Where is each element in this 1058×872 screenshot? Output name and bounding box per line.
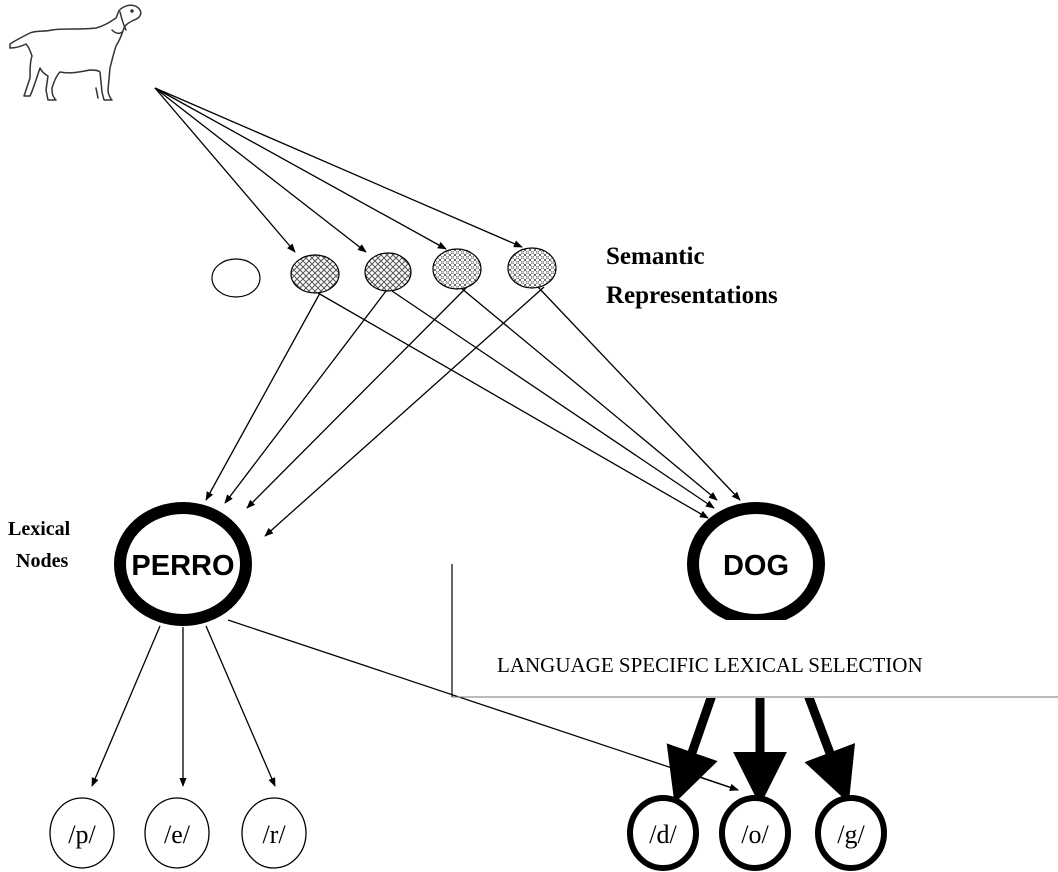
semantic-label-line2: Representations — [606, 282, 778, 309]
lexical-label-line1: Lexical — [8, 518, 71, 540]
arrow-dog-f2 — [154, 87, 367, 253]
phoneme-node-e — [144, 797, 210, 869]
phoneme-p-label: /p/ — [68, 820, 96, 849]
semantic-node-3 — [432, 248, 482, 290]
arrow-perro-o-tip — [699, 776, 739, 791]
dog-to-features-arrows — [154, 87, 523, 253]
dog-illustration — [9, 4, 142, 101]
phoneme-node-o — [719, 795, 791, 871]
phoneme-nodes-english: /d/ /o/ /g/ — [627, 795, 887, 871]
lexical-node-dog: DOG — [687, 502, 825, 626]
lexical-label-line2: Nodes — [16, 550, 68, 572]
phoneme-g-label: /g/ — [837, 820, 865, 849]
arrow-f1-perro — [205, 292, 321, 501]
phoneme-e-label: /e/ — [164, 820, 191, 849]
arrow-perro-o — [227, 619, 739, 791]
phoneme-r-label: /r/ — [262, 820, 286, 849]
arrow-f2-perro — [224, 290, 387, 504]
arrow-f1-dog — [317, 292, 709, 519]
arrow-dog-f3 — [154, 87, 447, 250]
arrow-f2-dog — [391, 290, 715, 509]
phoneme-nodes-spanish: /p/ /e/ /r/ — [49, 797, 307, 869]
arrow-f3-perro — [246, 287, 467, 509]
lexical-node-dog-label: DOG — [723, 550, 789, 582]
phoneme-node-d — [627, 795, 699, 871]
phoneme-node-g — [815, 795, 887, 871]
phoneme-o-label: /o/ — [741, 820, 769, 849]
arrow-perro-r — [205, 625, 276, 787]
features-to-lexical-arrows — [205, 286, 741, 537]
lexical-node-perro-label: PERRO — [131, 550, 234, 582]
phoneme-node-r — [241, 797, 307, 869]
semantic-label-line1: Semantic — [606, 243, 705, 270]
phoneme-node-p — [49, 797, 115, 869]
semantic-node-4 — [507, 247, 557, 289]
selection-label: LANGUAGE SPECIFIC LEXICAL SELECTION — [497, 653, 923, 677]
selection-box: LANGUAGE SPECIFIC LEXICAL SELECTION — [451, 564, 1058, 698]
lexical-node-perro: PERRO — [114, 502, 252, 626]
arrow-dog-f4 — [154, 87, 523, 248]
semantic-node-empty — [211, 258, 261, 298]
semantic-feature-nodes — [211, 247, 557, 298]
arrow-f3-dog — [460, 287, 718, 501]
arrow-dog-f1 — [154, 87, 296, 253]
arrow-f4-dog — [537, 286, 741, 501]
phoneme-d-label: /d/ — [649, 820, 677, 849]
perro-to-phoneme-arrows — [91, 619, 739, 791]
semantic-node-2 — [364, 252, 412, 292]
arrow-perro-p — [91, 625, 161, 787]
semantic-node-1 — [290, 254, 340, 294]
arrow-f4-perro — [264, 286, 545, 537]
